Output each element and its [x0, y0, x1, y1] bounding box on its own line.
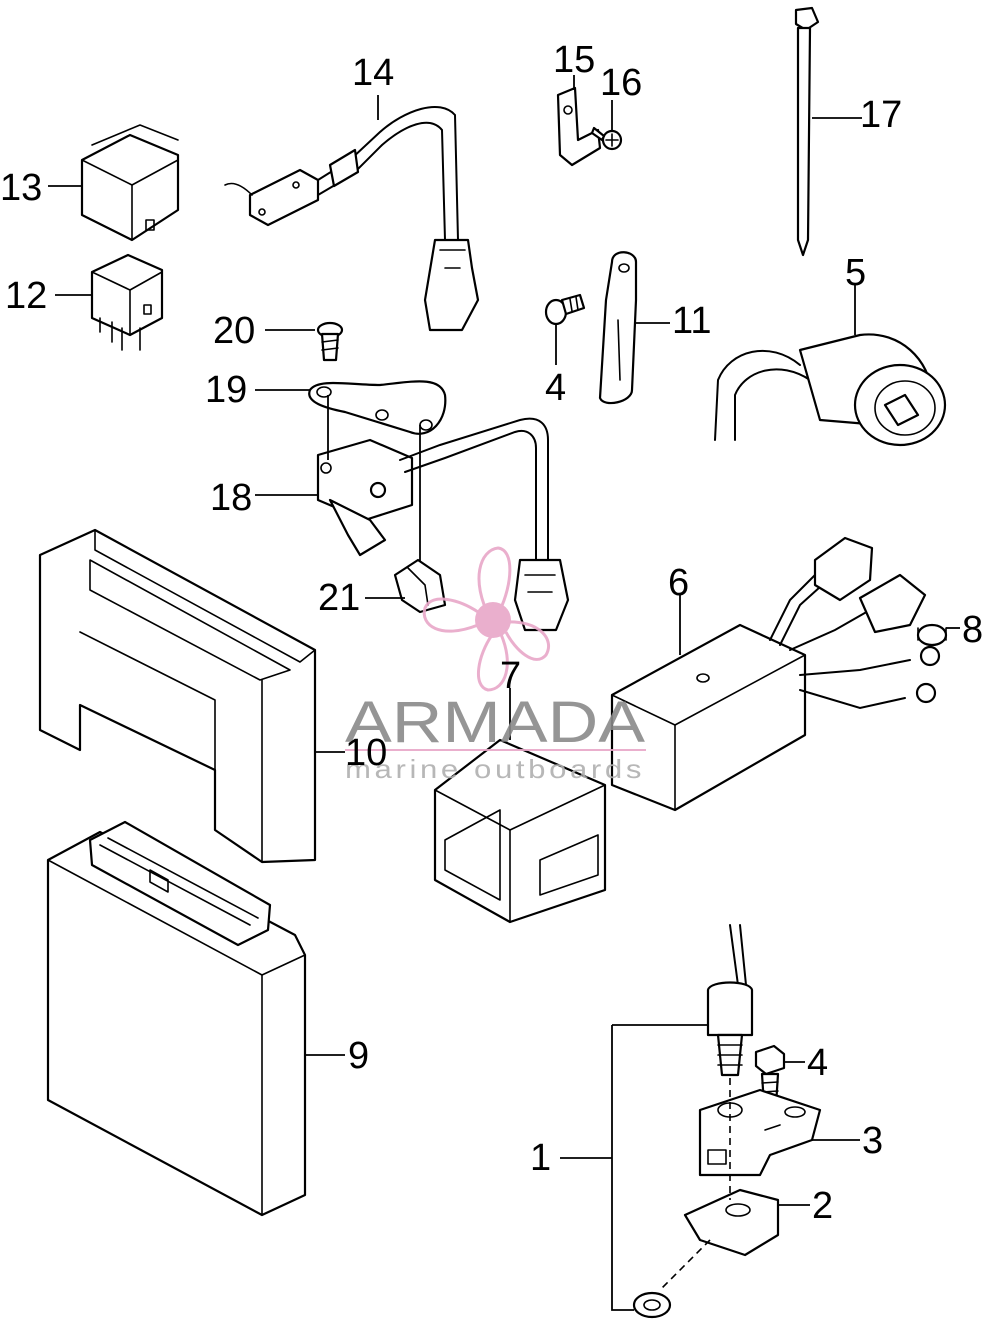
part-19-plate	[308, 380, 447, 435]
part-12-relay	[90, 253, 164, 351]
part-2-clip	[683, 1188, 780, 1257]
part-3-bracket	[698, 1088, 822, 1177]
part-1-sensor	[706, 924, 754, 1077]
part-18-switch-harness	[316, 417, 570, 632]
part-10-cover	[38, 528, 317, 864]
part-1-nut	[632, 1291, 672, 1319]
part-8-cap	[916, 623, 948, 647]
part-7-cover	[433, 738, 607, 924]
callout-11: 11	[672, 300, 711, 342]
callout-5: 5	[845, 252, 866, 294]
watermark-brand: ARMADA	[345, 690, 645, 755]
callout-18: 18	[210, 477, 252, 519]
callout-2: 2	[812, 1185, 833, 1227]
part-17-cable-tie	[794, 6, 820, 257]
callout-13: 13	[0, 167, 42, 209]
callout-10: 10	[345, 732, 387, 774]
callout-4-lower: 4	[807, 1042, 828, 1084]
part-16-screw	[590, 126, 623, 151]
callout-21: 21	[318, 577, 360, 619]
callout-6: 6	[668, 562, 689, 604]
callout-8: 8	[962, 609, 983, 651]
watermark-tagline: marine outboards	[345, 754, 645, 784]
part-13-relay	[80, 124, 180, 242]
part-20-screw	[316, 321, 344, 362]
assembly-axis	[659, 1078, 731, 1291]
callout-4-upper: 4	[545, 367, 566, 409]
callout-labels: 13 12 14 15 16 17 5 20 4 11 19 18 21 6 8…	[0, 39, 983, 1227]
callout-20: 20	[213, 310, 255, 352]
part-6-rectifier	[610, 536, 941, 812]
leader-lines	[48, 75, 960, 1311]
propeller-logo-icon	[422, 546, 550, 692]
callout-1: 1	[530, 1137, 551, 1179]
callout-19: 19	[205, 369, 247, 411]
callout-9: 9	[348, 1035, 369, 1077]
part-9-ecu	[46, 820, 307, 1217]
callout-17: 17	[860, 94, 902, 136]
callout-15: 15	[553, 39, 595, 81]
callout-14: 14	[352, 52, 394, 94]
part-14-switch-harness	[224, 106, 480, 332]
part-11-ground-strap	[598, 251, 638, 405]
callout-16: 16	[600, 62, 642, 104]
callout-12: 12	[5, 275, 47, 317]
armada-watermark: ARMADA marine outboards	[345, 546, 646, 784]
part-21-clip	[393, 558, 447, 614]
part-4-bolt-upper	[544, 293, 586, 326]
part-15-bracket	[556, 86, 602, 167]
callout-7: 7	[500, 655, 521, 697]
callout-3: 3	[862, 1120, 883, 1162]
part-5-key-switch	[714, 333, 947, 447]
